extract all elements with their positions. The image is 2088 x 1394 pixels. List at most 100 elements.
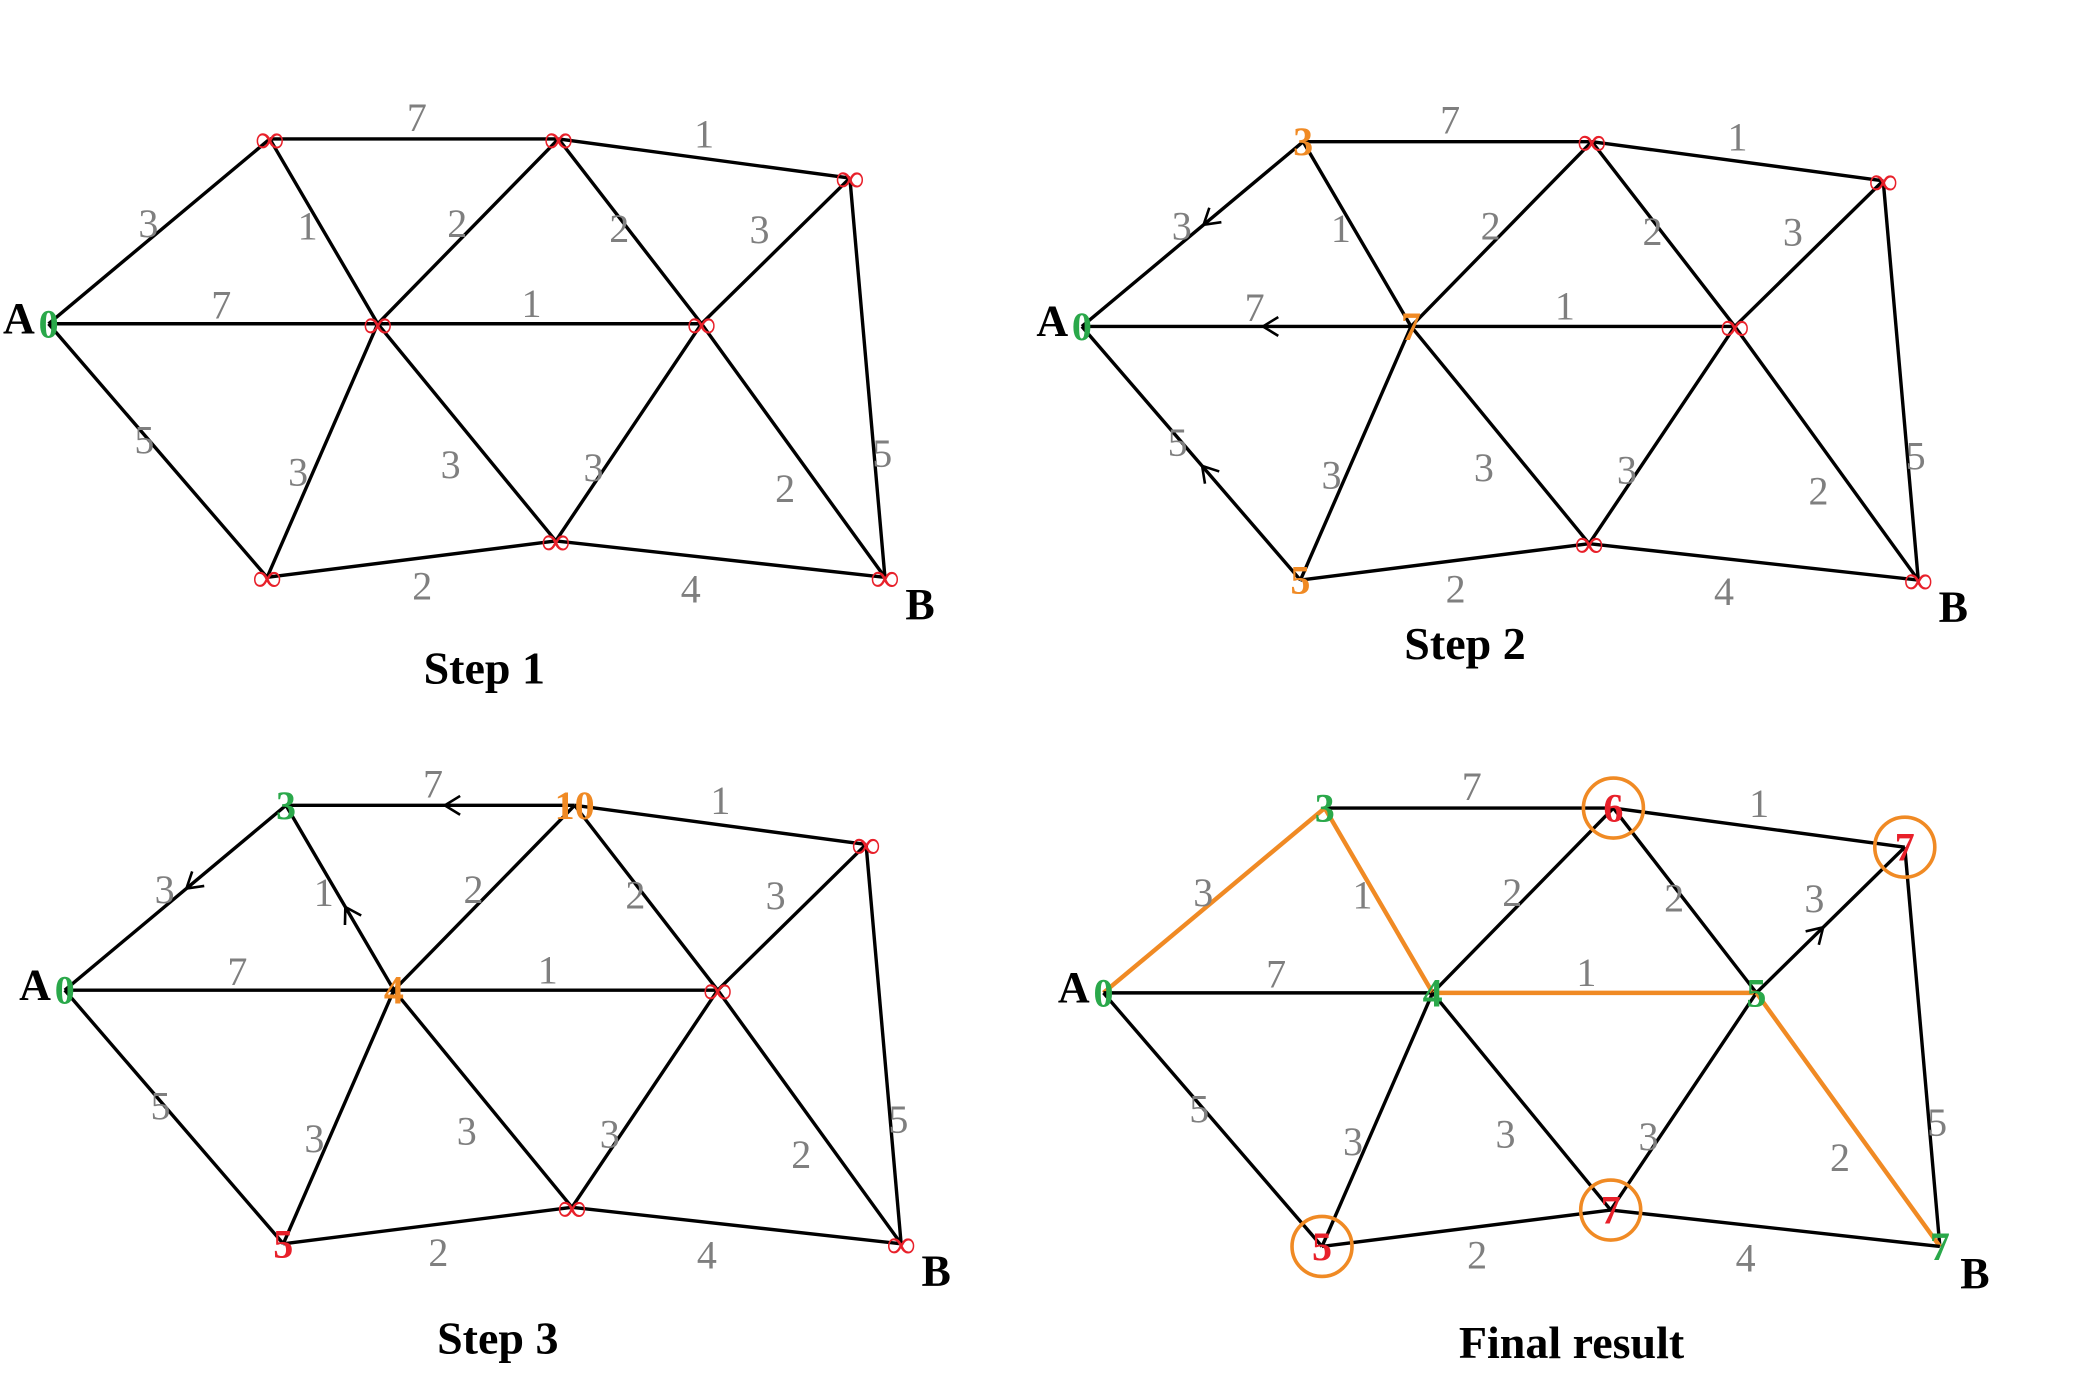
edge-weight-label: 2	[1446, 566, 1466, 611]
edge-weight-label: 1	[538, 947, 558, 992]
edge-weight-label: 3	[304, 1116, 324, 1161]
node-distance-label: ∞	[871, 555, 900, 600]
edge-weight-label: 3	[1804, 876, 1824, 921]
edge-weight-label: 5	[151, 1084, 171, 1129]
node-distance-label: 0	[39, 301, 59, 346]
graph-edge	[1409, 140, 1594, 328]
node-distance-label: 7	[1930, 1224, 1950, 1269]
edge-weight-label: 5	[888, 1097, 908, 1142]
graph-edge	[1755, 845, 1906, 995]
highlight-circle	[1578, 1178, 1643, 1242]
edge-weight-label: 2	[463, 867, 483, 912]
edge-weight-label: 1	[694, 112, 714, 157]
edge-weight-label: 3	[1193, 870, 1213, 915]
edge-weight-label: 3	[766, 873, 786, 918]
node-distance-label: 6	[1603, 786, 1623, 831]
edge-weight-label: 1	[1331, 206, 1351, 251]
graph-edge	[573, 804, 720, 992]
graph-edge	[570, 989, 720, 1209]
node-distance-label: ∞	[256, 116, 285, 161]
edge-weight-label: 2	[625, 873, 645, 918]
graph-edge	[281, 989, 396, 1245]
graph-edge	[571, 1205, 902, 1246]
node-distance-label: 3	[1293, 119, 1313, 164]
edge-weight-label: 3	[1617, 448, 1637, 493]
node-distance-label: ∞	[1904, 558, 1933, 603]
graph-edge	[1591, 139, 1884, 183]
node-distance-label: 5	[273, 1221, 293, 1266]
predecessor-arrow	[1200, 464, 1220, 484]
edge-weight-label: 4	[1714, 569, 1734, 614]
graph-edge	[700, 322, 887, 579]
edge-weight-label: 2	[609, 206, 629, 251]
edge-weight-label: 1	[1728, 114, 1748, 159]
end-node-letter: B	[905, 580, 934, 629]
graph-edge	[1102, 991, 1324, 1248]
node-distance-label: 4	[384, 968, 404, 1013]
node-distance-label: ∞	[887, 1221, 916, 1266]
edge-weight-label: 3	[1343, 1119, 1363, 1164]
graph-edge	[1733, 325, 1920, 582]
node-distance-label: ∞	[852, 822, 881, 867]
node-distance-label: ∞	[836, 156, 865, 201]
edge-weight-label: 3	[1783, 210, 1803, 255]
edge-weight-label: 3	[584, 445, 604, 490]
graph-edge	[1609, 991, 1758, 1212]
edge-weight-label: 3	[288, 450, 308, 495]
start-node-letter: A	[3, 294, 35, 343]
graph-edge	[268, 138, 380, 325]
highlight-circle	[1872, 815, 1937, 879]
shortest-path-edge	[1322, 806, 1435, 994]
node-distance-label: 4	[1423, 970, 1443, 1015]
edge-weight-label: 2	[775, 466, 795, 511]
graph-edge	[392, 989, 574, 1209]
graph-edge	[376, 137, 560, 325]
edge-weight-label: 3	[1474, 445, 1494, 490]
graph-edge	[47, 322, 269, 579]
edge-weight-label: 3	[457, 1109, 477, 1154]
edge-weight-label: 2	[428, 1230, 448, 1275]
graph-edge	[1409, 325, 1591, 545]
edge-weight-label: 2	[447, 201, 467, 246]
edge-weight-label: 1	[314, 870, 334, 915]
edge-weight-label: 2	[1808, 469, 1828, 514]
predecessor-arrow	[1805, 925, 1825, 946]
edge-weight-label: 7	[211, 282, 231, 327]
edge-weight-label: 1	[298, 203, 318, 248]
graph-edge	[1733, 179, 1885, 328]
edge-weight-label: 4	[681, 566, 701, 611]
start-node-letter: A	[1058, 963, 1090, 1012]
graph-edge	[1588, 541, 1919, 582]
node-distance-label: 7	[1895, 825, 1915, 870]
node-distance-label: 7	[1401, 304, 1421, 349]
edge-weight-label: 3	[155, 867, 175, 912]
edge-weight-label: 1	[1555, 284, 1575, 329]
graph-edge	[716, 843, 868, 992]
edge-weight-label: 3	[138, 201, 158, 246]
edge-weight-label: 2	[1830, 1135, 1850, 1180]
edge-weight-label: 7	[423, 761, 443, 806]
end-node-letter: B	[922, 1246, 951, 1295]
node-distance-label: 5	[1746, 970, 1766, 1015]
node-distance-label: ∞	[1721, 304, 1750, 349]
graph-edge	[864, 844, 903, 1244]
graph-edge	[63, 804, 288, 992]
edge-weight-label: 7	[1462, 764, 1482, 809]
graph-edge	[1590, 140, 1737, 328]
node-distance-label: 3	[1315, 786, 1335, 831]
edge-weight-label: 7	[1440, 98, 1460, 143]
graph-edge	[284, 804, 396, 992]
node-distance-label: ∞	[1578, 119, 1607, 164]
edge-weight-label: 1	[710, 778, 730, 823]
node-distance-label: 10	[555, 783, 595, 828]
edge-weight-label: 1	[1576, 950, 1596, 995]
predecessor-arrow	[1260, 315, 1279, 337]
graph-edge	[716, 989, 903, 1245]
node-distance-label: 5	[1290, 558, 1310, 603]
graph-edge	[265, 323, 380, 579]
edge-weight-label: 5	[1189, 1086, 1209, 1131]
graph-edge	[63, 989, 285, 1245]
edge-weight-label: 3	[1495, 1111, 1515, 1156]
